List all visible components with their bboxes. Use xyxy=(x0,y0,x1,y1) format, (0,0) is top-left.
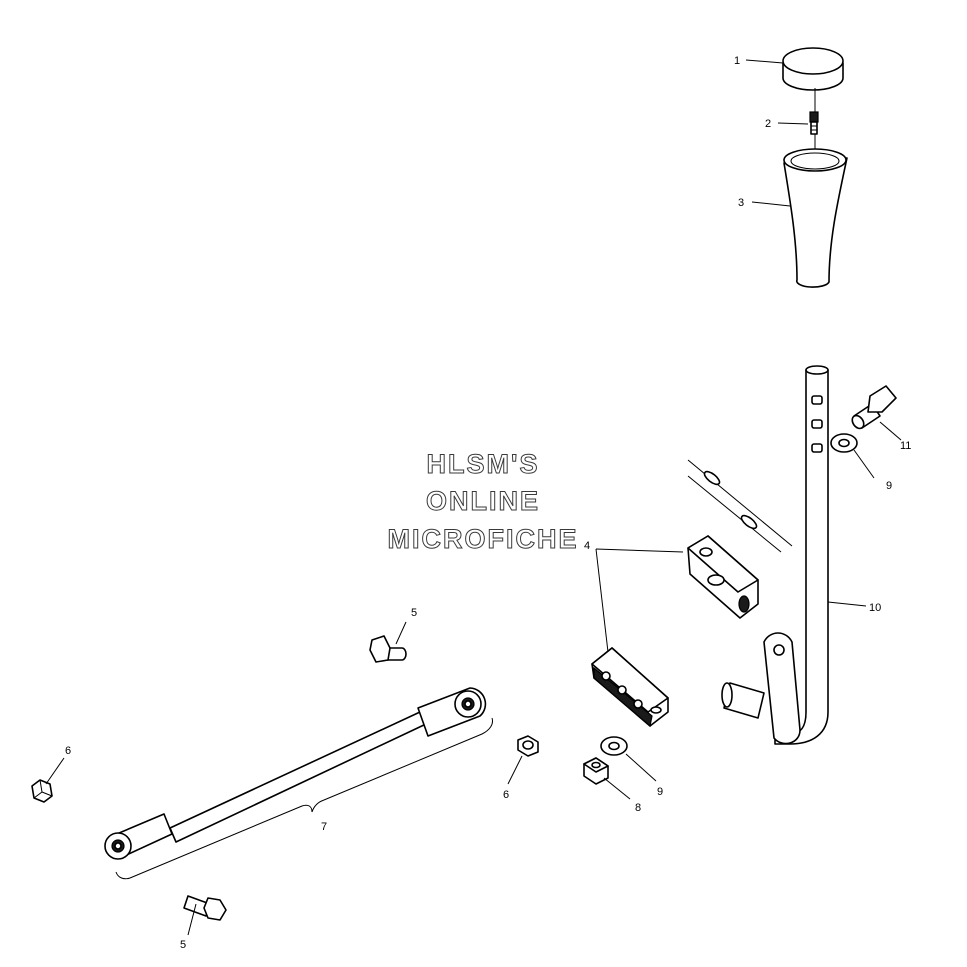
watermark-line-1: HLSM'S xyxy=(427,449,540,479)
callout-5-lower: 5 xyxy=(180,939,186,951)
callout-6-left: 6 xyxy=(65,745,71,757)
callout-5-upper: 5 xyxy=(411,607,417,619)
frame-bracket-outline xyxy=(687,459,793,553)
part-5-bolt-lower xyxy=(183,895,227,921)
watermark-line-3: MICROFICHE xyxy=(388,524,579,554)
callout-8: 8 xyxy=(635,802,641,814)
part-6-nut-middle xyxy=(517,735,539,757)
part-11-bolt xyxy=(851,385,897,430)
part-1-knob-cap xyxy=(782,47,844,91)
callout-3: 3 xyxy=(738,197,744,209)
part-4-clamp-lower xyxy=(591,647,669,728)
callout-9-upper: 9 xyxy=(886,480,892,492)
callout-6-middle: 6 xyxy=(503,789,509,801)
part-2-set-screw xyxy=(809,111,819,135)
watermark-line-2: ONLINE xyxy=(426,486,540,516)
part-7-tie-rod xyxy=(104,687,487,860)
callout-1: 1 xyxy=(734,55,740,67)
part-9-washer-upper xyxy=(830,433,858,453)
part-9-washer-lower xyxy=(600,736,628,756)
watermark: HLSM'S ONLINE MICROFICHE xyxy=(387,449,579,555)
part-3-handle-grip xyxy=(783,148,848,288)
callout-4: 4 xyxy=(584,540,590,552)
callout-10: 10 xyxy=(869,602,881,614)
part-5-bolt-upper xyxy=(369,635,407,663)
part-4-clamp-upper xyxy=(687,535,759,619)
callouts: 1 2 3 4 5 5 6 6 7 8 9 9 10 11 xyxy=(65,55,911,951)
part-8-nut xyxy=(583,757,609,785)
callout-9-lower: 9 xyxy=(657,786,663,798)
callout-11: 11 xyxy=(900,440,911,452)
part-6-nut-left xyxy=(31,779,53,803)
callout-2: 2 xyxy=(765,118,771,130)
callout-7: 7 xyxy=(321,821,327,833)
part-10-shift-lever xyxy=(721,365,829,745)
leader-lines xyxy=(45,59,902,936)
